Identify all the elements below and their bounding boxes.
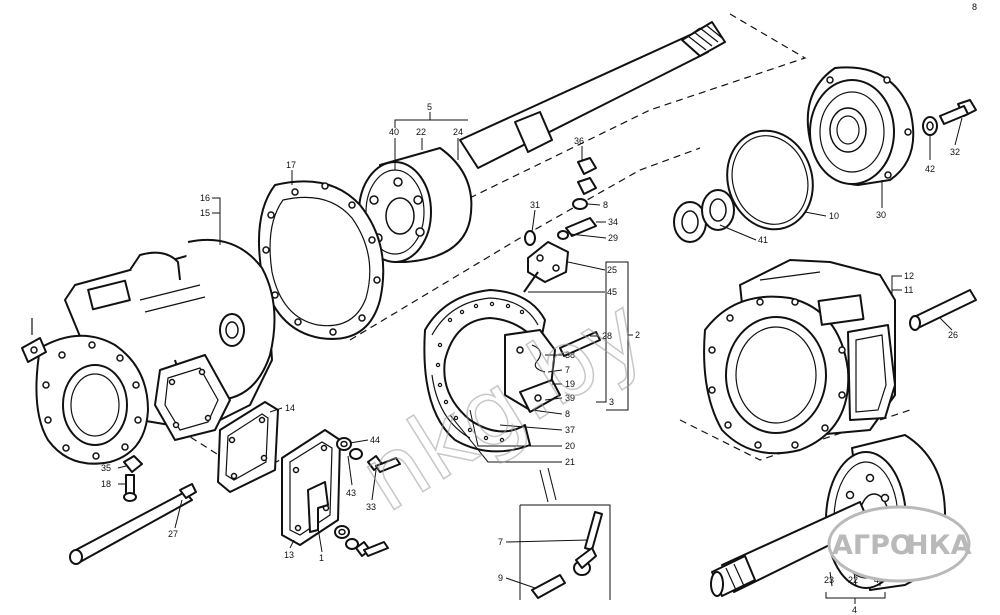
part-label: 45 — [607, 287, 617, 297]
part-label: 10 — [829, 211, 839, 221]
part-label: 35 — [101, 463, 111, 473]
part-label: 26 — [948, 330, 958, 340]
part-number-labels: 8 5 40 22 24 36 17 8 16 15 31 34 29 25 4… — [101, 2, 977, 615]
part-label: 12 — [904, 271, 914, 281]
part-label: 20 — [565, 441, 575, 451]
part-label: 42 — [925, 164, 935, 174]
part-label: 39 — [565, 393, 575, 403]
logo-ring — [827, 505, 971, 583]
part-label: 27 — [168, 529, 178, 539]
part-label: 8 — [972, 2, 977, 12]
part-label: 31 — [530, 200, 540, 210]
small-tab-washer-left — [21, 318, 47, 363]
part-label: 25 — [607, 265, 617, 275]
leader-lines — [117, 112, 963, 604]
final-drive-housing-right — [703, 259, 896, 455]
part-label: 43 — [346, 488, 356, 498]
part-label: 32 — [950, 147, 960, 157]
shaft-27 — [69, 483, 197, 565]
logo-text-right: НКА — [906, 530, 972, 561]
part-label: 18 — [101, 479, 111, 489]
part-label: 28 — [602, 331, 612, 341]
bearing-cover-hub — [806, 66, 915, 186]
bolt-35-18 — [123, 455, 143, 502]
part-label: 9 — [498, 573, 503, 583]
part-label: 4 — [852, 605, 857, 615]
part-label: 33 — [366, 502, 376, 512]
part-label: 17 — [286, 160, 296, 170]
hardware-cluster — [523, 157, 597, 293]
part-label: 3 — [609, 397, 614, 407]
part-label: 29 — [608, 233, 618, 243]
final-drive-housing-left — [35, 238, 276, 465]
bolt-32 — [922, 99, 977, 136]
part-label: 7 — [565, 365, 570, 375]
part-label: 34 — [608, 217, 618, 227]
part-label: 22 — [416, 127, 426, 137]
part-label: 38 — [565, 350, 575, 360]
part-label: 1 — [319, 553, 324, 563]
brand-logo: АГРО НКА — [827, 505, 972, 583]
adjuster-detail — [519, 504, 611, 600]
part-label: 40 — [389, 127, 399, 137]
part-label: 44 — [370, 435, 380, 445]
o-ring-seal-inner — [731, 135, 809, 225]
washers-bolts-right-of-cover — [334, 437, 401, 557]
part-label: 30 — [876, 210, 886, 220]
part-label: 13 — [284, 550, 294, 560]
part-label: 15 — [200, 208, 210, 218]
part-label: 41 — [758, 235, 768, 245]
part-label: 36 — [574, 136, 584, 146]
o-ring-seal — [726, 129, 814, 231]
cover-plate-13 — [281, 429, 341, 546]
part-label: 37 — [565, 425, 575, 435]
part-label: 2 — [635, 330, 640, 340]
part-label: 22 — [848, 575, 858, 585]
cover-gasket-14 — [217, 401, 279, 493]
assembly-dashed-line-top — [444, 13, 807, 211]
rod-28 — [559, 331, 601, 357]
part-label: 16 — [200, 193, 210, 203]
logo-text-left: АГРО — [832, 530, 913, 561]
brake-drum-upper — [358, 147, 473, 263]
brake-shoe-assembly — [423, 289, 561, 453]
part-label: 19 — [565, 379, 575, 389]
axle-shaft-long — [459, 21, 726, 169]
part-label: 8 — [565, 409, 570, 419]
part-label: 24 — [453, 127, 463, 137]
part-label: 7 — [498, 537, 503, 547]
part-label: 11 — [904, 285, 913, 295]
part-label: 23 — [824, 575, 834, 585]
part-label: 21 — [565, 457, 575, 467]
part-label: 5 — [427, 102, 432, 112]
roller-bearings — [673, 189, 735, 243]
part-label: 14 — [285, 403, 295, 413]
pin-26 — [909, 289, 977, 331]
part-label: 8 — [603, 200, 608, 210]
